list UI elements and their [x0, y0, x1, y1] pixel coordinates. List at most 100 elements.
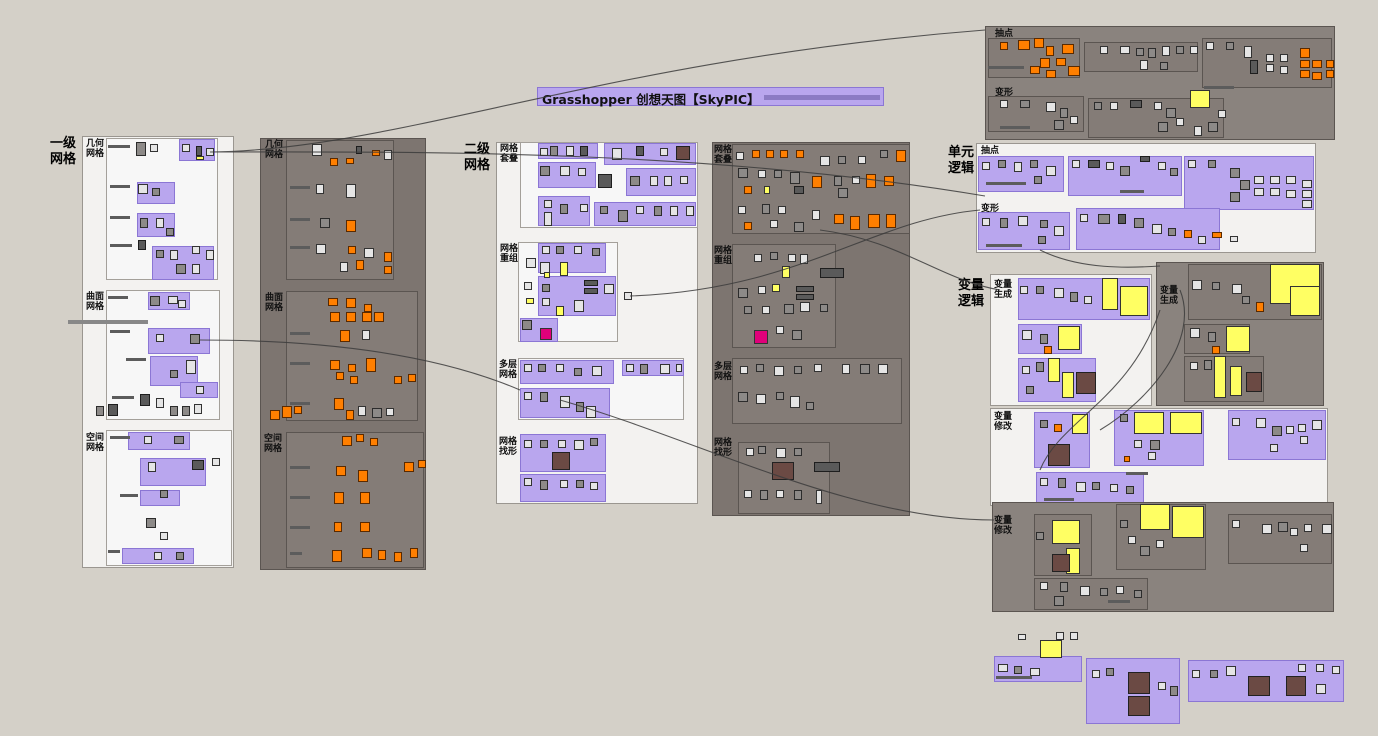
- component-node[interactable]: [1226, 42, 1234, 50]
- component-node[interactable]: [660, 364, 670, 374]
- component-node[interactable]: [418, 460, 426, 468]
- component-node[interactable]: [404, 462, 414, 472]
- component-node[interactable]: [1022, 366, 1030, 374]
- component-node[interactable]: [744, 306, 752, 314]
- number-slider[interactable]: [988, 66, 1024, 69]
- component-node[interactable]: [1084, 296, 1092, 304]
- component-node[interactable]: [626, 364, 634, 372]
- component-node[interactable]: [196, 146, 202, 156]
- component-node[interactable]: [676, 146, 690, 160]
- number-slider[interactable]: [290, 246, 310, 249]
- component-node[interactable]: [524, 440, 532, 448]
- component-node[interactable]: [356, 260, 364, 270]
- component-node[interactable]: [660, 148, 668, 156]
- component-node[interactable]: [1298, 424, 1306, 432]
- component-node[interactable]: [1040, 58, 1050, 68]
- component-node[interactable]: [1070, 632, 1078, 640]
- component-node[interactable]: [776, 326, 784, 334]
- component-node[interactable]: [590, 438, 598, 446]
- component-node[interactable]: [282, 406, 292, 418]
- component-node[interactable]: [1298, 664, 1306, 672]
- component-node[interactable]: [618, 210, 628, 222]
- component-node[interactable]: [770, 252, 778, 260]
- component-node[interactable]: [176, 552, 184, 560]
- component-node[interactable]: [1018, 216, 1028, 226]
- component-node[interactable]: [1054, 424, 1062, 432]
- component-node[interactable]: [820, 156, 830, 166]
- component-node[interactable]: [576, 402, 584, 412]
- component-node[interactable]: [1134, 440, 1142, 448]
- component-node[interactable]: [784, 304, 794, 314]
- component-node[interactable]: [794, 222, 804, 232]
- component-node[interactable]: [982, 218, 990, 226]
- component-node[interactable]: [1286, 190, 1296, 198]
- component-node[interactable]: [538, 364, 546, 372]
- component-node[interactable]: [394, 552, 402, 562]
- component-node[interactable]: [1054, 288, 1064, 298]
- component-node[interactable]: [1148, 452, 1156, 460]
- component-node[interactable]: [1110, 102, 1118, 110]
- component-node[interactable]: [384, 252, 392, 262]
- component-node[interactable]: [1134, 218, 1144, 228]
- component-node[interactable]: [664, 176, 672, 186]
- component-node[interactable]: [540, 440, 548, 448]
- component-node[interactable]: [182, 144, 190, 152]
- component-node[interactable]: [1226, 666, 1236, 676]
- component-node[interactable]: [192, 246, 200, 254]
- component-node[interactable]: [1128, 672, 1150, 694]
- component-node[interactable]: [1076, 482, 1086, 492]
- component-node[interactable]: [560, 396, 570, 408]
- component-node[interactable]: [796, 150, 804, 158]
- component-node[interactable]: [334, 522, 342, 532]
- component-node[interactable]: [884, 176, 894, 186]
- component-node[interactable]: [544, 200, 552, 208]
- component-node[interactable]: [1136, 48, 1144, 56]
- component-node[interactable]: [1040, 478, 1048, 486]
- component-node[interactable]: [1120, 46, 1130, 54]
- component-node[interactable]: [1140, 60, 1148, 70]
- component-node[interactable]: [790, 396, 800, 408]
- component-node[interactable]: [1242, 296, 1250, 304]
- component-node[interactable]: [364, 248, 374, 258]
- component-node[interactable]: [1026, 386, 1034, 394]
- component-node[interactable]: [560, 204, 568, 214]
- number-slider[interactable]: [112, 396, 134, 399]
- number-slider[interactable]: [110, 185, 130, 188]
- component-node[interactable]: [1316, 664, 1324, 672]
- component-node[interactable]: [332, 550, 342, 562]
- number-slider[interactable]: [1044, 498, 1074, 501]
- component-node[interactable]: [574, 246, 582, 254]
- component-node[interactable]: [982, 162, 990, 170]
- component-node[interactable]: [1056, 58, 1066, 66]
- component-node[interactable]: [676, 364, 682, 372]
- component-node[interactable]: [1254, 176, 1264, 184]
- component-node[interactable]: [738, 392, 748, 402]
- component-node[interactable]: [754, 330, 768, 344]
- component-node[interactable]: [1300, 70, 1310, 78]
- component-node[interactable]: [524, 282, 532, 290]
- component-node[interactable]: [178, 300, 186, 308]
- component-node[interactable]: [760, 490, 768, 500]
- subgroup[interactable]: [594, 202, 696, 226]
- component-node[interactable]: [182, 406, 190, 416]
- component-node[interactable]: [1126, 486, 1134, 494]
- component-node[interactable]: [160, 490, 168, 498]
- component-node[interactable]: [680, 176, 688, 184]
- component-node[interactable]: [686, 206, 694, 216]
- component-node[interactable]: [1246, 372, 1262, 392]
- component-node[interactable]: [1230, 192, 1240, 202]
- component-node[interactable]: [156, 398, 164, 408]
- title-bar[interactable]: Grasshopper 创想天图【SkyPIC】: [537, 87, 884, 107]
- component-node[interactable]: [1254, 188, 1264, 196]
- component-node[interactable]: [1176, 46, 1184, 54]
- component-node[interactable]: [880, 150, 888, 158]
- component-node[interactable]: [1062, 44, 1074, 54]
- component-node[interactable]: [752, 150, 760, 158]
- component-node[interactable]: [1280, 66, 1288, 74]
- component-node[interactable]: [212, 458, 220, 466]
- component-node[interactable]: [1068, 66, 1080, 76]
- component-node[interactable]: [792, 330, 802, 340]
- component-node[interactable]: [1256, 302, 1264, 312]
- component-node[interactable]: [1168, 228, 1176, 236]
- component-node[interactable]: [206, 148, 214, 156]
